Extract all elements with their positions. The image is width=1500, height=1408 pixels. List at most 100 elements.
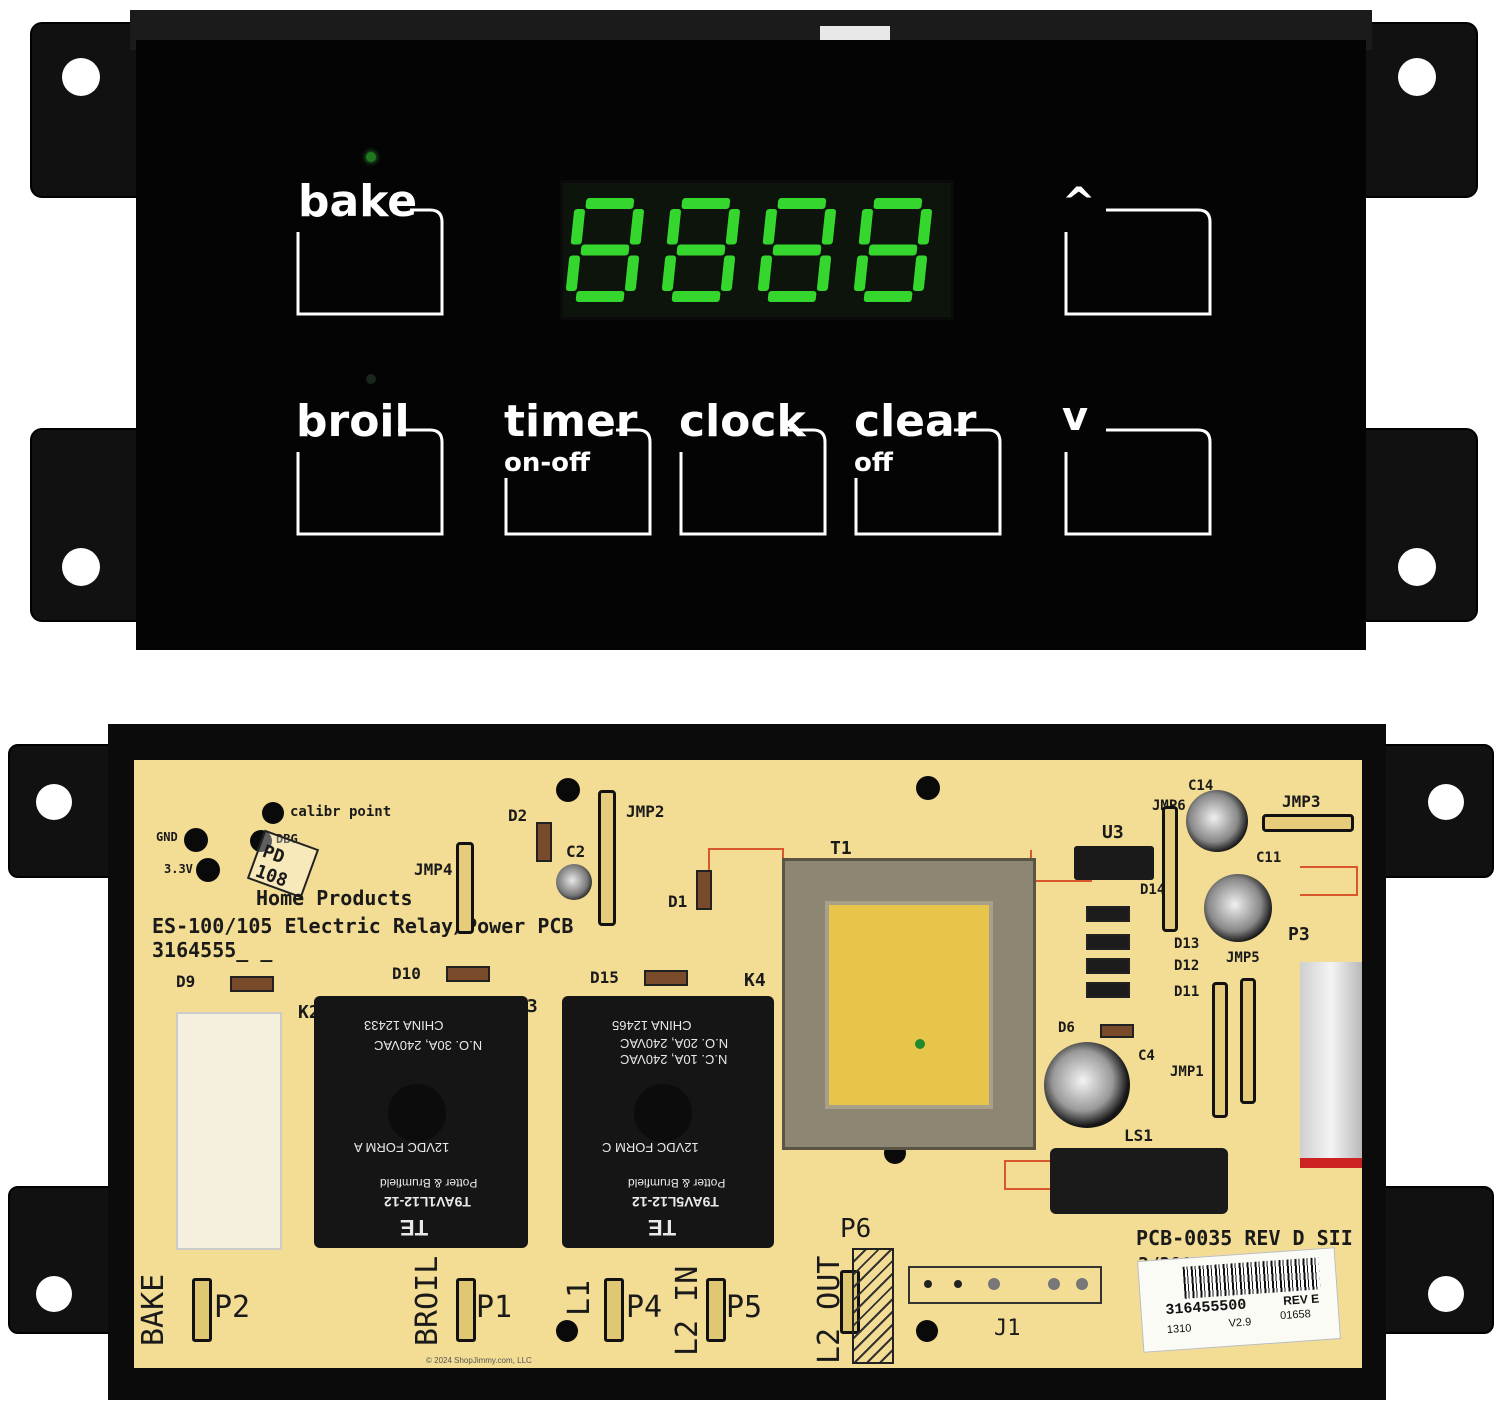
broil-button[interactable]: broil	[296, 396, 446, 538]
p6-hatched-zone	[852, 1248, 894, 1364]
left-bottom-bracket	[30, 428, 154, 622]
pcb-trace	[1004, 1160, 1050, 1190]
pcb-right-bottom-bracket	[1376, 1186, 1494, 1334]
transformer-marker	[915, 1039, 925, 1049]
ref-d1: D1	[668, 892, 688, 911]
component-p3	[1300, 962, 1362, 1168]
ref-c14: C14	[1188, 778, 1214, 794]
via-hole	[916, 776, 940, 800]
segment-e	[757, 255, 773, 291]
segment-b	[629, 209, 644, 245]
display-digit	[853, 198, 932, 302]
connector-p4[interactable]	[604, 1278, 624, 1342]
connector-p5[interactable]	[706, 1278, 726, 1342]
diode-d15	[644, 970, 688, 986]
seven-segment-display	[560, 180, 954, 320]
key-outlines	[296, 208, 1212, 536]
regulator-u3	[1074, 846, 1154, 880]
jumper-jmp5	[1240, 978, 1256, 1104]
display-digit	[757, 198, 836, 302]
l1-conn-label: L1	[562, 1279, 597, 1316]
broil-indicator-led	[366, 374, 376, 384]
jumper-jmp4	[456, 842, 474, 934]
segment-c	[720, 255, 736, 291]
ref-c2: C2	[566, 842, 586, 861]
jumper-jmp2	[598, 790, 616, 926]
jumper-jmp1	[1212, 982, 1228, 1118]
calibr-point-text: calibr point	[290, 804, 392, 820]
maker-text: Home Products	[256, 886, 413, 910]
ref-j1: J1	[994, 1316, 1021, 1341]
k3-text-line1: CHINA 12433	[364, 1018, 444, 1033]
bake-button[interactable]: bake	[296, 176, 446, 318]
dbg-text: DBG	[276, 832, 298, 846]
up-arrow-label: ^	[1062, 180, 1096, 226]
k3-brand: TE	[400, 1215, 429, 1240]
up-arrow-button[interactable]: ^	[1060, 180, 1214, 318]
ref-d15: D15	[590, 968, 619, 987]
capacitor-c2	[556, 864, 592, 900]
capacitor-c4	[1044, 1042, 1130, 1128]
barcode-number: 316455500	[1164, 1296, 1247, 1320]
barcode-sticker: 316455500 REV E 1310 V2.9 01658	[1137, 1247, 1341, 1353]
k3-text-line2: N.O. 30A, 240VAC	[374, 1038, 483, 1053]
bake-conn-label: BAKE	[136, 1273, 171, 1346]
relay-k2	[176, 1012, 282, 1250]
segment-a	[681, 198, 731, 209]
segment-c	[624, 255, 640, 291]
ref-jmp2: JMP2	[626, 802, 665, 821]
jumper-jmp6	[1162, 806, 1178, 932]
barcode-code3: 01658	[1279, 1308, 1312, 1323]
k3-text-line4: T9AV1L12-12	[384, 1194, 471, 1210]
diode-d1	[696, 870, 712, 910]
segment-g	[868, 244, 918, 256]
timer-button[interactable]: timer on-off	[504, 396, 654, 538]
ref-jmp4: JMP4	[414, 860, 453, 879]
down-arrow-button[interactable]: v	[1060, 394, 1214, 538]
bake-indicator-led	[366, 152, 376, 162]
ref-d10: D10	[392, 964, 421, 983]
segment-e	[853, 255, 869, 291]
segment-a	[777, 198, 827, 209]
relay-k3: CHINA 12433 N.O. 30A, 240VAC 12VDC FORM …	[314, 996, 528, 1248]
segment-e	[661, 255, 677, 291]
via-hole	[556, 1320, 578, 1342]
segment-b	[821, 209, 836, 245]
clear-button[interactable]: clear off	[854, 396, 1004, 538]
mount-hole	[36, 1276, 72, 1312]
diode-d6	[1100, 1024, 1134, 1038]
segment-f	[570, 209, 585, 245]
segment-d	[575, 291, 625, 302]
part-number-text: 3164555_ _	[152, 938, 273, 962]
3v3-text: 3.3V	[164, 862, 193, 876]
ref-d13: D13	[1174, 936, 1200, 952]
via-hole	[556, 778, 580, 802]
pcb-left-bottom-bracket	[8, 1186, 122, 1334]
k4-coil-port	[634, 1084, 692, 1142]
connector-p2[interactable]	[192, 1278, 212, 1342]
broil-conn-label: BROIL	[410, 1255, 445, 1346]
segment-a	[585, 198, 635, 209]
segment-d	[767, 291, 817, 302]
segment-e	[565, 255, 581, 291]
ref-p6: P6	[840, 1214, 872, 1244]
ref-d12: D12	[1174, 958, 1200, 974]
buzzer-ls1	[1050, 1148, 1228, 1214]
segment-f	[858, 209, 873, 245]
display-digit	[565, 198, 644, 302]
segment-g	[772, 244, 822, 256]
relay-k4: CHINA 12465 N.O. 20A, 240VAC N.C. 10A, 2…	[562, 996, 774, 1248]
gnd-text: GND	[156, 830, 178, 844]
connector-p1[interactable]	[456, 1278, 476, 1342]
clear-button-label: clear	[854, 396, 977, 447]
diode-d9	[230, 976, 274, 992]
mount-hole	[1428, 1276, 1464, 1312]
clock-button[interactable]: clock	[679, 396, 829, 538]
transformer-winding	[825, 901, 993, 1109]
segment-g	[580, 244, 630, 256]
header-j1	[908, 1266, 1102, 1304]
ref-ls1: LS1	[1124, 1126, 1153, 1145]
segment-c	[816, 255, 832, 291]
ref-u3: U3	[1102, 822, 1124, 843]
pcb-trace	[1300, 866, 1358, 896]
